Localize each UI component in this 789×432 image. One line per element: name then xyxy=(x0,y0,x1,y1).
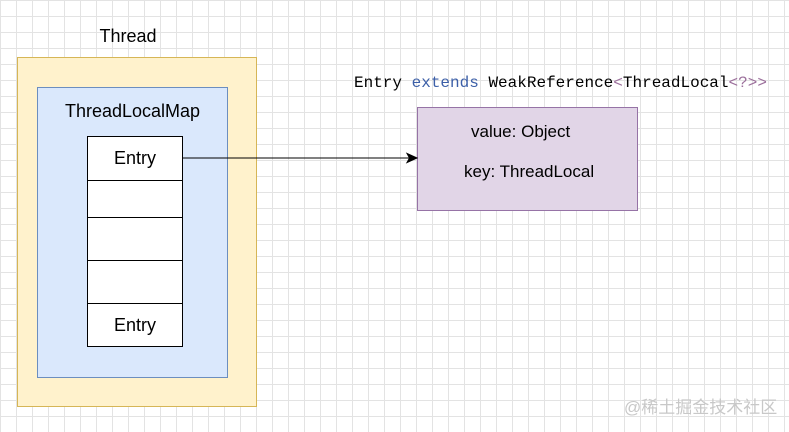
entry-slot-3 xyxy=(87,217,183,261)
entry-slot-5: Entry xyxy=(87,303,183,347)
class-name: Entry xyxy=(354,74,403,92)
field-type: ThreadLocal xyxy=(499,162,595,181)
generic-close: > xyxy=(757,74,767,92)
entry-class-declaration: Entry extends WeakReference<ThreadLocal<… xyxy=(354,71,767,95)
entry-object-box xyxy=(417,107,638,211)
generic-type: ThreadLocal xyxy=(622,74,729,92)
field-separator: : xyxy=(511,122,522,141)
field-separator: : xyxy=(490,162,500,181)
entry-field-key: key: ThreadLocal xyxy=(464,160,594,184)
entry-field-value: value: Object xyxy=(471,120,570,144)
field-name: value xyxy=(471,122,512,141)
arrow-head-icon xyxy=(405,152,419,164)
field-name: key xyxy=(464,162,491,181)
field-type: Object xyxy=(521,122,571,141)
watermark: @稀土掘金技术社区 xyxy=(624,398,778,417)
entry-slot-1: Entry xyxy=(87,136,183,181)
threadlocalmap-title: ThreadLocalMap xyxy=(64,101,201,121)
entry-slot-2 xyxy=(87,180,183,218)
generic-open: < xyxy=(613,74,623,92)
generic-wildcard: <?> xyxy=(728,74,758,92)
thread-title: Thread xyxy=(99,26,157,46)
superclass-name: WeakReference xyxy=(488,74,614,92)
extends-keyword: extends xyxy=(411,74,479,92)
entry-slot-4 xyxy=(87,260,183,304)
